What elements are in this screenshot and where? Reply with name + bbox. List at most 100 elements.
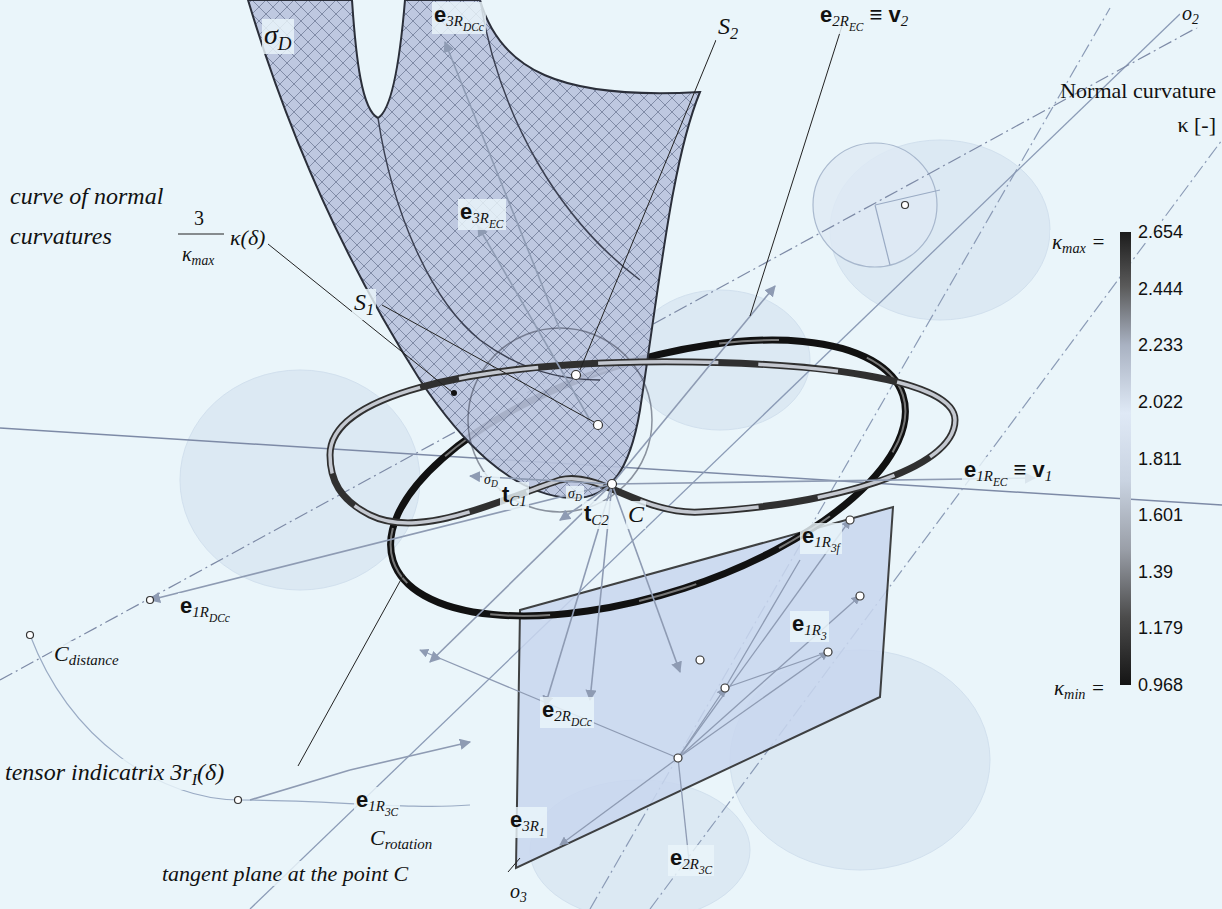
label-part: 2.022 [1138,392,1183,412]
label-part: 3R [446,13,463,29]
label-part: 1.179 [1138,618,1183,638]
label-part: 1R [804,622,821,638]
label-text: e1R3C [354,787,400,819]
label-part: 1R [368,798,385,814]
label-text: o2 [1180,2,1201,28]
label-part: σ [568,486,575,501]
label-part: e [670,845,682,870]
label-part: 3f [831,541,840,553]
label-part: ≡ v [864,2,901,27]
label-text: e1R3f [800,523,842,555]
label-text: S2 [716,13,740,44]
label-part: EC [993,475,1008,487]
label-part: tensor indicatrix 3r [5,759,192,785]
label-part: distance [69,652,119,668]
label-text: e3R1 [508,807,547,839]
label-part: D [278,32,292,53]
label-part: 2R [554,708,571,724]
label-part: DCc [571,715,592,727]
label-part: e [460,199,472,224]
label-part: (δ) [197,759,224,785]
label-part: e [434,2,446,27]
label-text: 1.811 [1136,449,1184,470]
label-part: κ(δ) [230,225,265,250]
label-part: 3 [194,207,204,229]
label-part: e [820,2,832,27]
label-part: e [180,593,192,618]
label-part: 1 [366,300,374,319]
label-text: 2.022 [1136,392,1185,413]
label-text: σD [482,472,500,490]
label-text: 1.39 [1136,562,1175,583]
label-part: 2 [901,13,908,29]
label-text: 2.444 [1136,279,1185,300]
label-part: 2 [1192,12,1199,27]
label-part: 1.39 [1138,562,1173,582]
label-part: EC [849,21,864,33]
label-text: κ(δ) [228,225,267,250]
label-text: Normal curvature κ [-] [1050,74,1218,142]
label-text: 1.179 [1136,618,1185,639]
label-text: curve of normal curvatures [8,176,177,256]
label-part: 3 [520,890,527,905]
label-part: 3 [821,629,827,641]
label-part: e [510,807,522,832]
label-part: I [192,770,197,789]
label-text: e2REC ≡ v2 [818,2,910,34]
label-text: κmin = [1052,676,1107,703]
label-text: e3RDCc [432,2,486,34]
label-part: κ [182,243,192,265]
label-part: 1.601 [1138,505,1183,525]
label-part: D [575,493,582,503]
label-text: Cdistance [52,641,121,670]
label-part: 2 [730,24,738,43]
label-part: t [584,501,591,526]
label-part: σ [264,19,278,50]
label-part: 1R [192,604,209,620]
label-text: e2RDCc [540,697,594,729]
label-part: e [964,457,976,482]
label-part: 1 [539,825,545,837]
label-part: 0.968 [1138,675,1183,695]
label-text: 1.601 [1136,505,1185,526]
label-text: 0.968 [1136,675,1185,696]
label-part: 3R [472,210,489,226]
label-text: tensor indicatrix 3rI(δ) [3,759,226,790]
label-text: Crotation [368,825,434,854]
label-part: = [1086,230,1105,254]
label-part: max [1062,240,1086,256]
label-text: κmax [180,243,216,269]
label-text: 2.233 [1136,335,1185,356]
label-part: 1R [814,534,831,550]
label-part: = [1086,676,1105,700]
label-part: κ [1052,230,1062,254]
label-text: 2.654 [1136,222,1185,243]
label-part: C1 [509,493,526,509]
label-part: e [802,523,814,548]
label-text: o3 [508,880,529,906]
label-part: e [792,611,804,636]
label-part: S [718,13,730,39]
label-text: e2R3C [668,845,714,877]
label-part: o [1182,2,1192,24]
label-part: curve of normal curvatures [10,183,163,249]
label-part: 1.811 [1138,449,1182,469]
label-part: 2.444 [1138,279,1183,299]
label-part: C2 [591,512,608,528]
label-part: 2R [832,13,849,29]
label-text: e1RDCc [178,593,232,625]
label-part: min [1064,686,1085,702]
label-text: 3 [192,207,206,230]
label-part: 1R [976,468,993,484]
label-text: S1 [352,289,376,320]
label-part: C [628,501,644,527]
label-text: C [626,501,646,529]
label-part: 3C [699,863,712,875]
label-text: σD [262,19,294,55]
label-part: t [502,482,509,507]
label-text: e1REC ≡ v1 [962,457,1054,489]
label-part: ≡ v [1008,457,1045,482]
label-part: Normal curvature κ [-] [1060,78,1216,137]
label-part: S [354,289,366,315]
label-part: C [54,641,69,666]
